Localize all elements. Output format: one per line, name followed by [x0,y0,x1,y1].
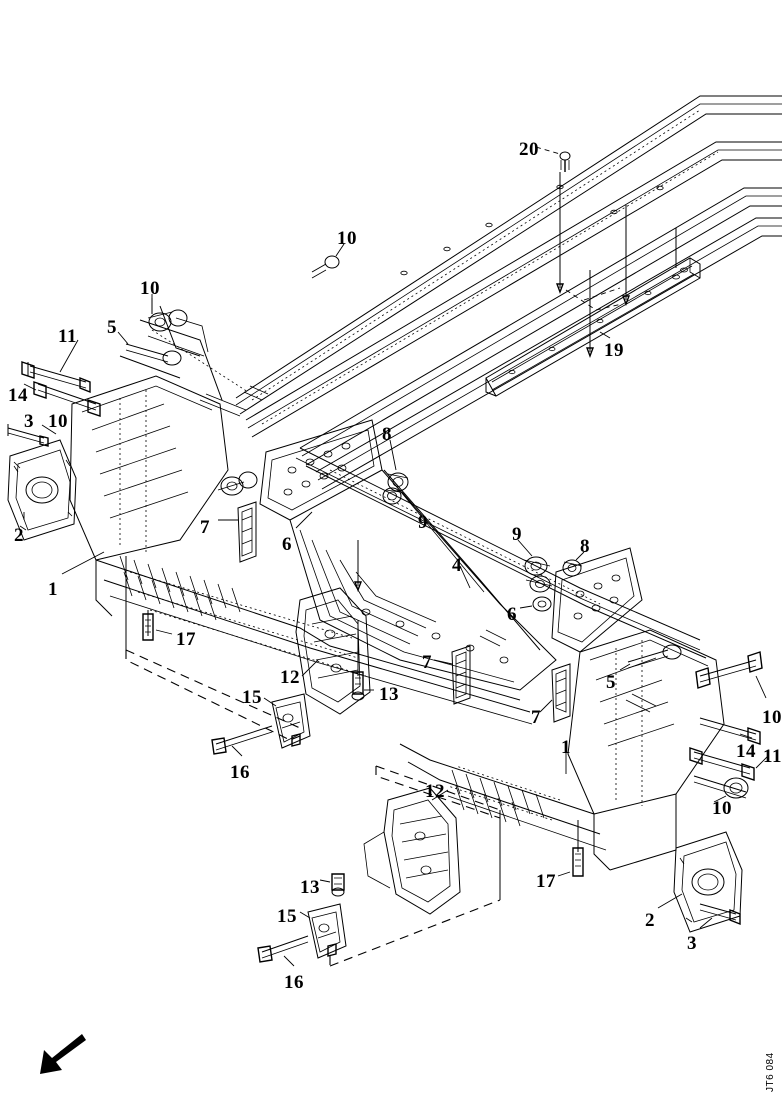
item-7-block-left [237,501,257,563]
callout-3-right: 3 [687,933,697,954]
callout-13-right: 13 [300,877,320,898]
callout-10-left-front-top: 10 [140,278,160,299]
left-front-bracket [7,339,101,541]
upper-rail-bolts [555,172,677,358]
left-upper-frame-struct [119,305,249,401]
item-17-bolt-right [572,820,584,877]
callout-16-right: 16 [284,972,304,993]
callout-12-left: 12 [280,667,300,688]
item-15-block-left [271,693,311,749]
callout-12-right: 12 [425,781,445,802]
callout-1-left-rail: 1 [48,579,58,600]
callout-10-right-lower: 10 [712,798,732,819]
center-cross-mount [217,419,557,691]
fastener-stack-right-9 [523,556,553,593]
callout-14-left: 14 [8,385,28,406]
callout-11-left: 11 [58,326,77,347]
callout-10-right-upper: 10 [762,707,782,728]
item-16-bolt-right [257,935,309,963]
cross-brace-channel [485,257,701,397]
left-stud-3 [7,424,49,447]
callout-7-center-bottom: 7 [422,652,432,673]
item-20-bolt [535,146,571,172]
item-10-upper-rail-bolt [311,255,340,279]
callout-2-right: 2 [645,910,655,931]
callout-19: 19 [604,340,624,361]
callout-10-left: 10 [48,411,68,432]
callout-2-left: 2 [14,525,24,546]
right-bracket-group [257,765,501,967]
item-16-bolt-left [211,725,273,755]
callout-5-right: 5 [606,672,616,693]
item-15-block-right [307,903,347,959]
callout-5-left: 5 [107,317,117,338]
callout-7-center-left: 7 [200,517,210,538]
item-5-bolt-right [627,644,682,669]
callout-15-left: 15 [242,687,262,708]
callout-20: 20 [519,139,539,160]
right-stud-10-upper [695,651,763,689]
left-bracket-group [125,556,374,757]
item-12-bracket-right [363,787,461,915]
callout-8-right: 8 [580,536,590,557]
item-6-right [532,596,552,612]
callout-9-right: 9 [512,524,522,545]
right-stud-14 [699,717,761,745]
right-stud-11 [689,747,755,781]
right-stud-10-lower [693,775,749,799]
item-13-pin-right [331,873,345,897]
fastener-stack-left [382,472,409,505]
right-front-bracket [619,644,769,933]
callout-7-right: 7 [531,707,541,728]
callout-14-right: 14 [736,741,756,762]
right-center-mount [433,539,643,723]
callout-3-left: 3 [24,411,34,432]
callout-1-right-rail: 1 [561,737,571,758]
fastener-stack-center [217,471,258,496]
callout-9-center: 9 [418,512,428,533]
callout-11-right: 11 [763,746,782,767]
item-13-pin-left [351,620,365,701]
item-12-bracket-left [295,587,371,715]
left-stud-11 [21,361,91,394]
forward-direction-arrow [40,1034,86,1074]
item-7-block-right [551,663,571,723]
left-stud-14 [33,381,101,417]
item-17-bolt-left [142,610,154,641]
callout-16-left: 16 [230,762,250,783]
item-3-bolt-right [699,903,741,926]
right-frame-rail [399,629,725,877]
callout-6-center: 6 [282,534,292,555]
item-7-block-center [451,645,471,705]
callout-6-right: 6 [507,604,517,625]
item-5-bolt-left [117,331,182,366]
fastener-stack-right-8 [562,559,583,577]
callout-4-crossmember: 4 [452,555,462,576]
callout-8-center: 8 [382,424,392,445]
callout-15-right: 15 [277,906,297,927]
callout-17-left: 17 [176,629,196,650]
detail-texture [199,385,657,713]
callout-10-upper-rail: 10 [337,228,357,249]
callout-13-left: 13 [379,684,399,705]
callout-17-right: 17 [536,871,556,892]
page-code-label: JT6 084 [765,1052,776,1092]
upper-rail-assembly [235,95,782,490]
